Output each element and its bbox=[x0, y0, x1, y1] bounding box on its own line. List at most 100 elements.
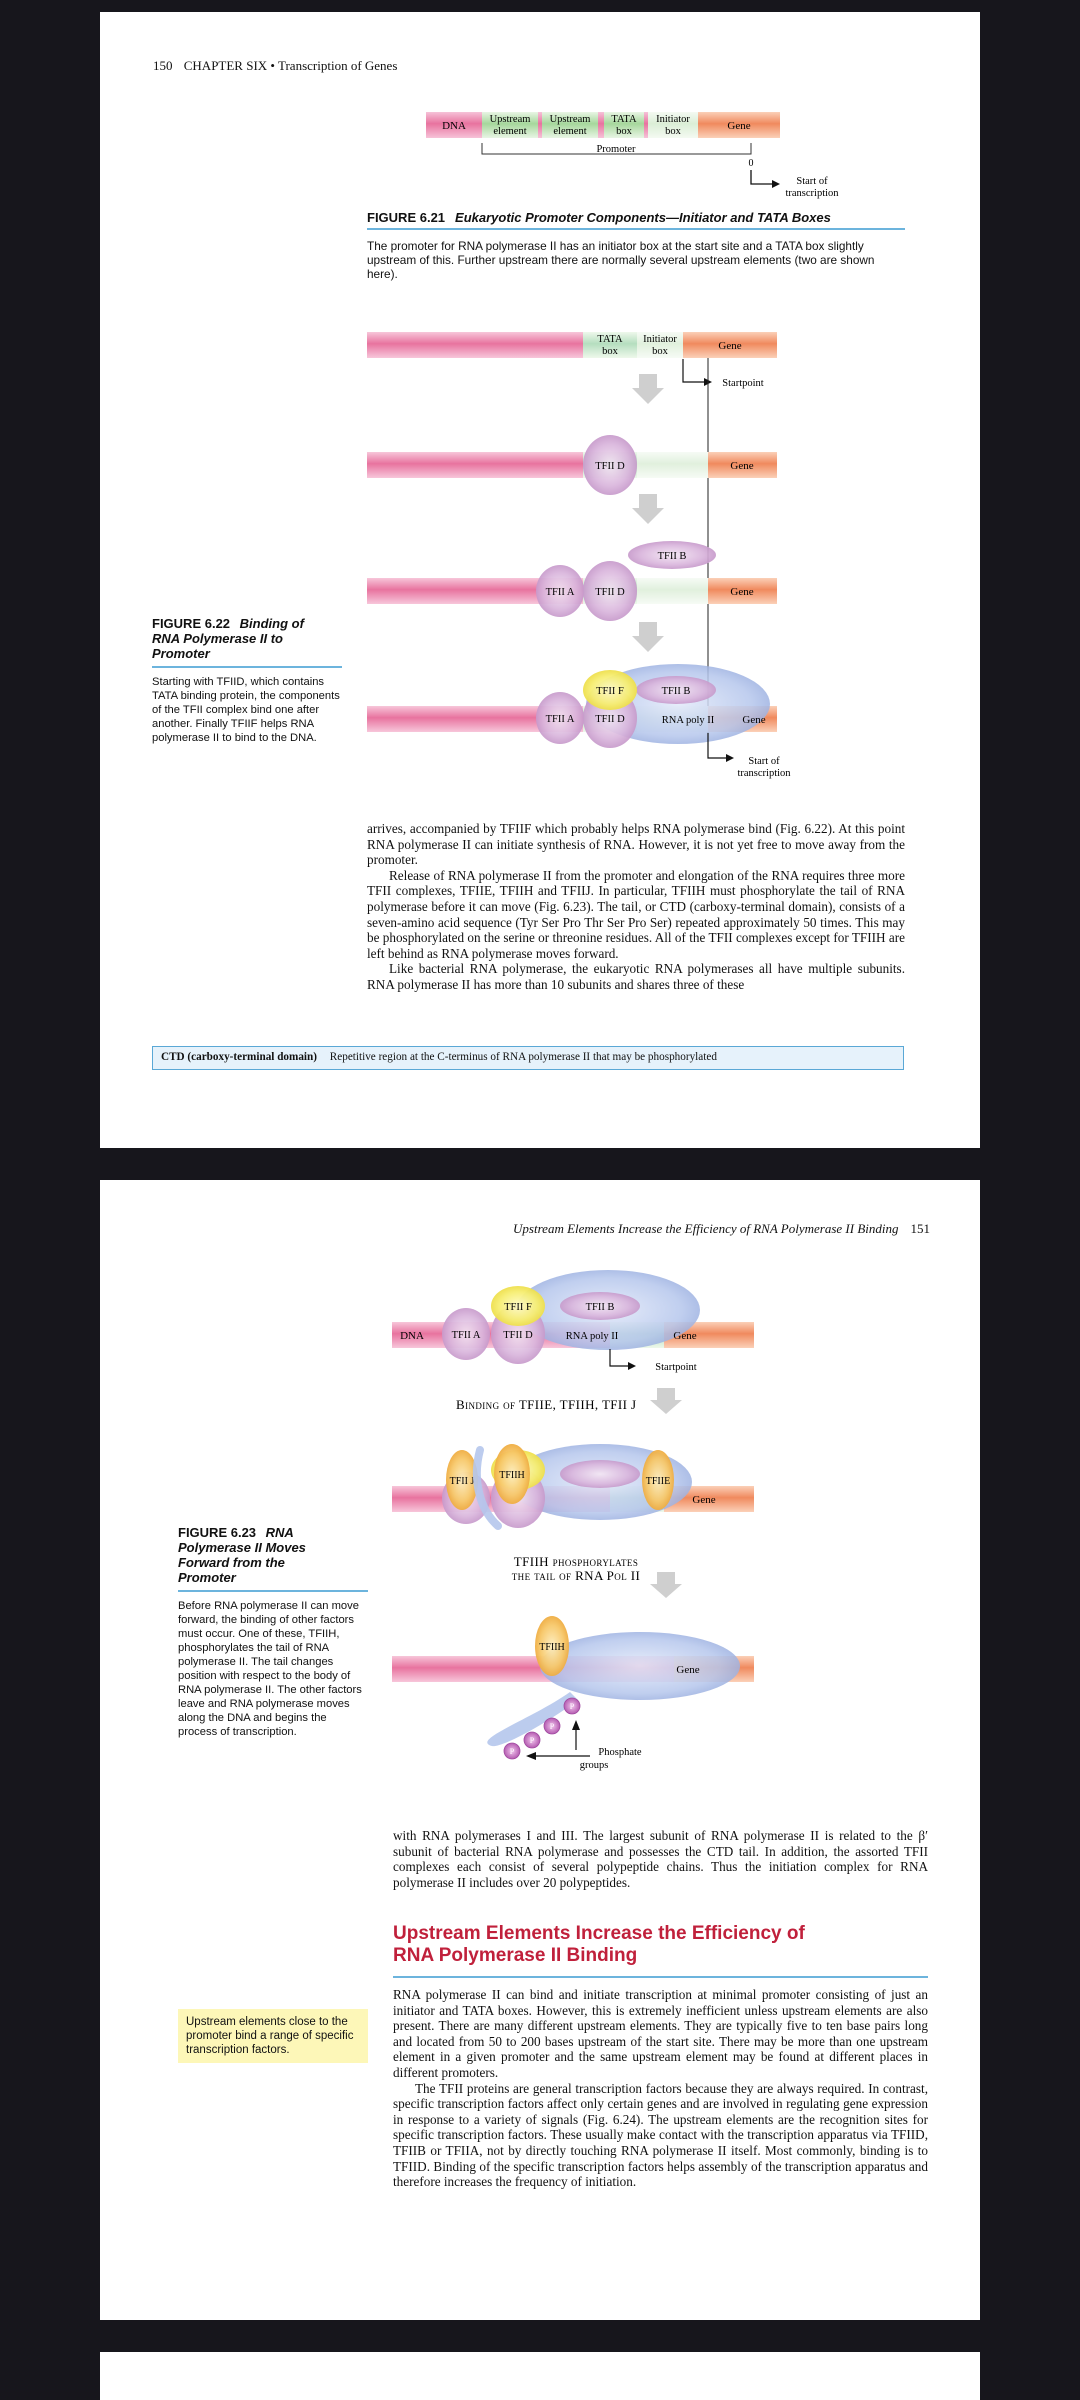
tfiia-label: TFII A bbox=[452, 1330, 481, 1341]
phosphate-label: P bbox=[570, 1702, 575, 1711]
figure-6-23-caption: Before RNA polymerase II can move forwar… bbox=[178, 1600, 362, 1738]
title-line-2: Polymerase II Moves bbox=[178, 1540, 306, 1555]
startpoint-label: Startpoint bbox=[722, 378, 763, 389]
glossary-term: CTD (carboxy-terminal domain) bbox=[161, 1051, 317, 1063]
rna-pol-label: RNA poly II bbox=[662, 715, 715, 726]
gene-label: Gene bbox=[730, 460, 753, 472]
paragraph: RNA polymerase II can bind and initiate … bbox=[393, 1987, 928, 2080]
section-heading-line-1: Upstream Elements Increase the Efficienc… bbox=[393, 1923, 805, 1944]
down-arrow-1 bbox=[650, 1388, 682, 1414]
dna-strand bbox=[426, 112, 482, 138]
step-2-label: TFIIH phosphorylates bbox=[514, 1554, 639, 1569]
body-text-top: with RNA polymerases I and III. The larg… bbox=[393, 1828, 928, 1890]
section-rule bbox=[393, 1976, 928, 1978]
upstream-label-2: Upstream bbox=[550, 114, 591, 125]
tfiia-protein bbox=[536, 565, 584, 617]
phosphate-label: P bbox=[550, 1722, 555, 1731]
main-body-text: arrives, accompanied by TFIIF which prob… bbox=[367, 821, 905, 993]
tfiih-protein bbox=[494, 1444, 530, 1504]
zero-label: 0 bbox=[749, 158, 754, 169]
tfiij-label: TFII J bbox=[450, 1476, 475, 1487]
phosphate-groups: P P P P bbox=[503, 1697, 581, 1760]
startpoint-label: Startpoint bbox=[655, 1362, 696, 1373]
upstream-label-2b: element bbox=[553, 126, 586, 137]
glossary-definition: Repetitive region at the C-terminus of R… bbox=[329, 1051, 717, 1063]
initiator-box bbox=[648, 112, 698, 138]
initiator-label: Initiator bbox=[643, 334, 677, 345]
figure-rule bbox=[367, 228, 905, 230]
start-label: Start of bbox=[796, 176, 828, 187]
tata-box bbox=[583, 332, 637, 358]
start-label-b: transcription bbox=[737, 768, 791, 779]
phosphate-label: P bbox=[530, 1736, 535, 1745]
title-line-4: Promoter bbox=[178, 1570, 236, 1585]
tfiid-label: TFII D bbox=[595, 461, 625, 472]
gene-label: Gene bbox=[718, 340, 741, 352]
figure-rule bbox=[152, 666, 342, 668]
tfiia-protein bbox=[536, 692, 584, 744]
tata-label-b: box bbox=[616, 126, 633, 137]
page-150: 150 CHAPTER SIX • Transcription of Genes bbox=[100, 12, 980, 1148]
down-arrow-2 bbox=[650, 1572, 682, 1598]
phosphate-groups-label-b: groups bbox=[580, 1760, 609, 1771]
upstream-label-1b: element bbox=[493, 126, 526, 137]
figure-number: FIGURE 6.22 bbox=[152, 616, 231, 631]
initiator-box bbox=[637, 332, 683, 358]
ctd-tail bbox=[472, 1446, 502, 1530]
gene-label: Gene bbox=[742, 714, 765, 726]
figure-number: FIGURE 6.21 bbox=[367, 210, 446, 225]
panel-a: DNA Gene TFII B TFII A TFII D TFII F RNA… bbox=[392, 1270, 754, 1373]
row-3: Gene TFII B TFII A TFII D bbox=[367, 541, 777, 621]
page-number: 151 bbox=[910, 1221, 931, 1236]
tfiij-protein bbox=[446, 1450, 478, 1510]
figure-6-23-diagram: DNA Gene TFII B TFII A TFII D TFII F RNA… bbox=[392, 1270, 754, 1771]
tfiid-protein bbox=[583, 435, 637, 495]
figure-6-22-caption-block: FIGURE 6.22 Binding of RNA Polymerase II… bbox=[152, 616, 342, 745]
upstream-element-1 bbox=[482, 112, 538, 138]
tfiia-protein bbox=[442, 1308, 490, 1360]
tfiih-protein bbox=[535, 1616, 569, 1676]
page-151: Upstream Elements Increase the Efficienc… bbox=[100, 1180, 980, 2320]
down-arrow-1 bbox=[632, 374, 664, 404]
initiator-label: Initiator bbox=[656, 114, 690, 125]
row-1: TATA box Initiator box Gene Startpoint bbox=[367, 332, 777, 389]
tfiid-label: TFII D bbox=[503, 1330, 533, 1341]
glossary-box: CTD (carboxy-terminal domain) Repetitive… bbox=[152, 1046, 904, 1070]
tata-label: TATA bbox=[597, 334, 623, 345]
rna-pol-label: RNA poly II bbox=[566, 1331, 619, 1342]
section-heading: Upstream Elements Increase the Efficienc… bbox=[393, 1923, 928, 1967]
title-line-3: Promoter bbox=[152, 646, 210, 661]
title-line-1: RNA bbox=[265, 1525, 294, 1540]
figure-6-21-diagram: DNA Upstream element Upstream element TA… bbox=[426, 112, 839, 199]
gene-label: Gene bbox=[692, 1494, 715, 1506]
tfiie-protein bbox=[642, 1450, 674, 1510]
title-line-3: Forward from the bbox=[178, 1555, 285, 1570]
figure-6-22-title: FIGURE 6.22 Binding of RNA Polymerase II… bbox=[152, 616, 342, 661]
paragraph: arrives, accompanied by TFIIF which prob… bbox=[367, 821, 905, 868]
initiator-label-b: box bbox=[652, 346, 669, 357]
tfiif-protein bbox=[583, 670, 637, 710]
tfiia-label: TFII A bbox=[546, 587, 575, 598]
section-heading-line-2: RNA Polymerase II Binding bbox=[393, 1945, 638, 1966]
tfiif-label: TFII F bbox=[596, 686, 624, 697]
running-header: 150 CHAPTER SIX • Transcription of Genes bbox=[153, 58, 397, 74]
step-2-label-b: the tail of RNA Pol II bbox=[512, 1568, 640, 1583]
page-number: 150 bbox=[153, 58, 173, 73]
figure-6-21-caption: The promoter for RNA polymerase II has a… bbox=[367, 239, 875, 282]
figure-rule bbox=[178, 1590, 368, 1592]
section-body-text: RNA polymerase II can bind and initiate … bbox=[393, 1987, 928, 2190]
next-page-partial bbox=[100, 2352, 980, 2400]
upstream-element-2 bbox=[542, 112, 598, 138]
start-label-b: transcription bbox=[785, 188, 839, 199]
running-title: Upstream Elements Increase the Efficienc… bbox=[513, 1221, 899, 1236]
panel-b: Gene TFII J TFIIH TFIIE bbox=[392, 1444, 754, 1530]
panel-c: Gene TFIIH P P P P Phosphate groups bbox=[392, 1616, 754, 1771]
tfiie-label: TFIIE bbox=[646, 1476, 670, 1487]
figure-6-23-caption-block: FIGURE 6.23 RNA Polymerase II Moves Forw… bbox=[178, 1525, 368, 1739]
initiator-label-b: box bbox=[665, 126, 682, 137]
gene-label: Gene bbox=[676, 1664, 699, 1676]
tfiib-label: TFII B bbox=[586, 1302, 615, 1313]
row-4: Gene TFII B TFII A TFII D TFII F RNA pol… bbox=[367, 664, 791, 779]
